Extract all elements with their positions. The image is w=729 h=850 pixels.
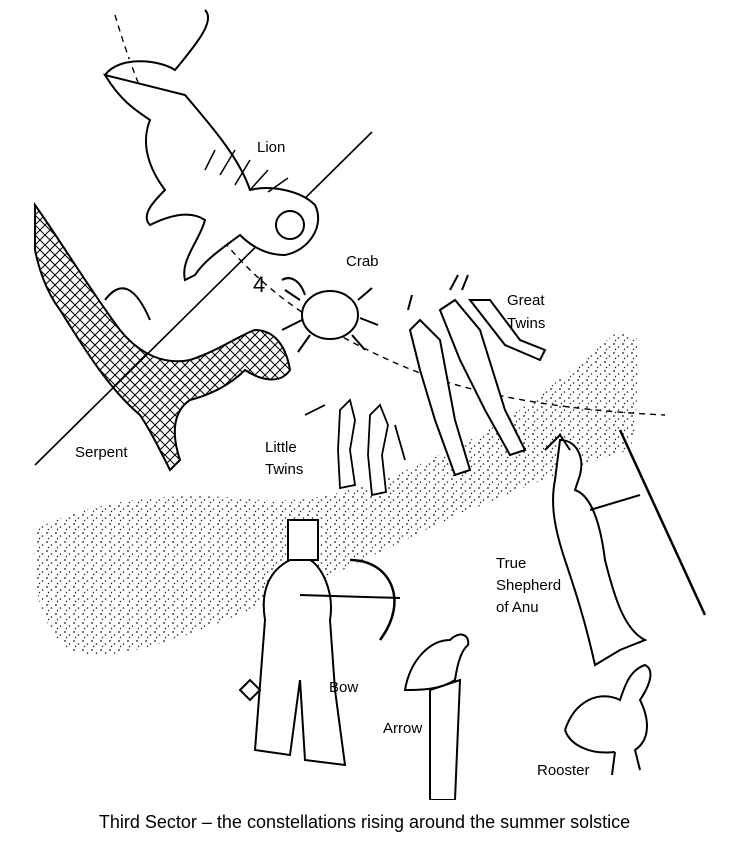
- arrow-figure: [403, 633, 470, 800]
- figure-caption: Third Sector – the constellations rising…: [98, 812, 631, 832]
- lion-figure: [102, 9, 320, 282]
- serpent-figure: [34, 201, 292, 472]
- ecliptic-dashed-line: [114, 14, 666, 416]
- label-little-twins-line2: Twins: [265, 461, 303, 478]
- great-twins-figure: [407, 274, 547, 477]
- label-little-twins-line1: Little: [265, 439, 297, 456]
- label-arrow: Arrow: [383, 720, 422, 737]
- label-true-shepherd-line1: True: [496, 555, 526, 572]
- horizon-line: [34, 131, 373, 466]
- label-true-shepherd-line2: Shepherd: [496, 577, 561, 594]
- bow-figure: [238, 519, 401, 767]
- little-twins-figure: [304, 398, 406, 497]
- label-bow: Bow: [329, 679, 358, 696]
- label-rooster: Rooster: [537, 762, 590, 779]
- svg-text:4: 4: [253, 272, 265, 297]
- true-shepherd-figure: [544, 429, 707, 667]
- label-crab: Crab: [346, 253, 379, 270]
- rooster-figure: [564, 663, 652, 776]
- crab-figure: 4: [253, 272, 379, 353]
- label-great-twins-line1: Great: [507, 292, 545, 309]
- label-great-twins-line2: Twins: [507, 315, 545, 332]
- constellation-illustration: 4 Lion Crab Great Twins Serpent: [33, 9, 707, 800]
- milky-way-band: [33, 330, 641, 655]
- label-true-shepherd-line3: of Anu: [496, 599, 539, 616]
- label-lion: Lion: [257, 139, 285, 156]
- label-serpent: Serpent: [75, 444, 128, 461]
